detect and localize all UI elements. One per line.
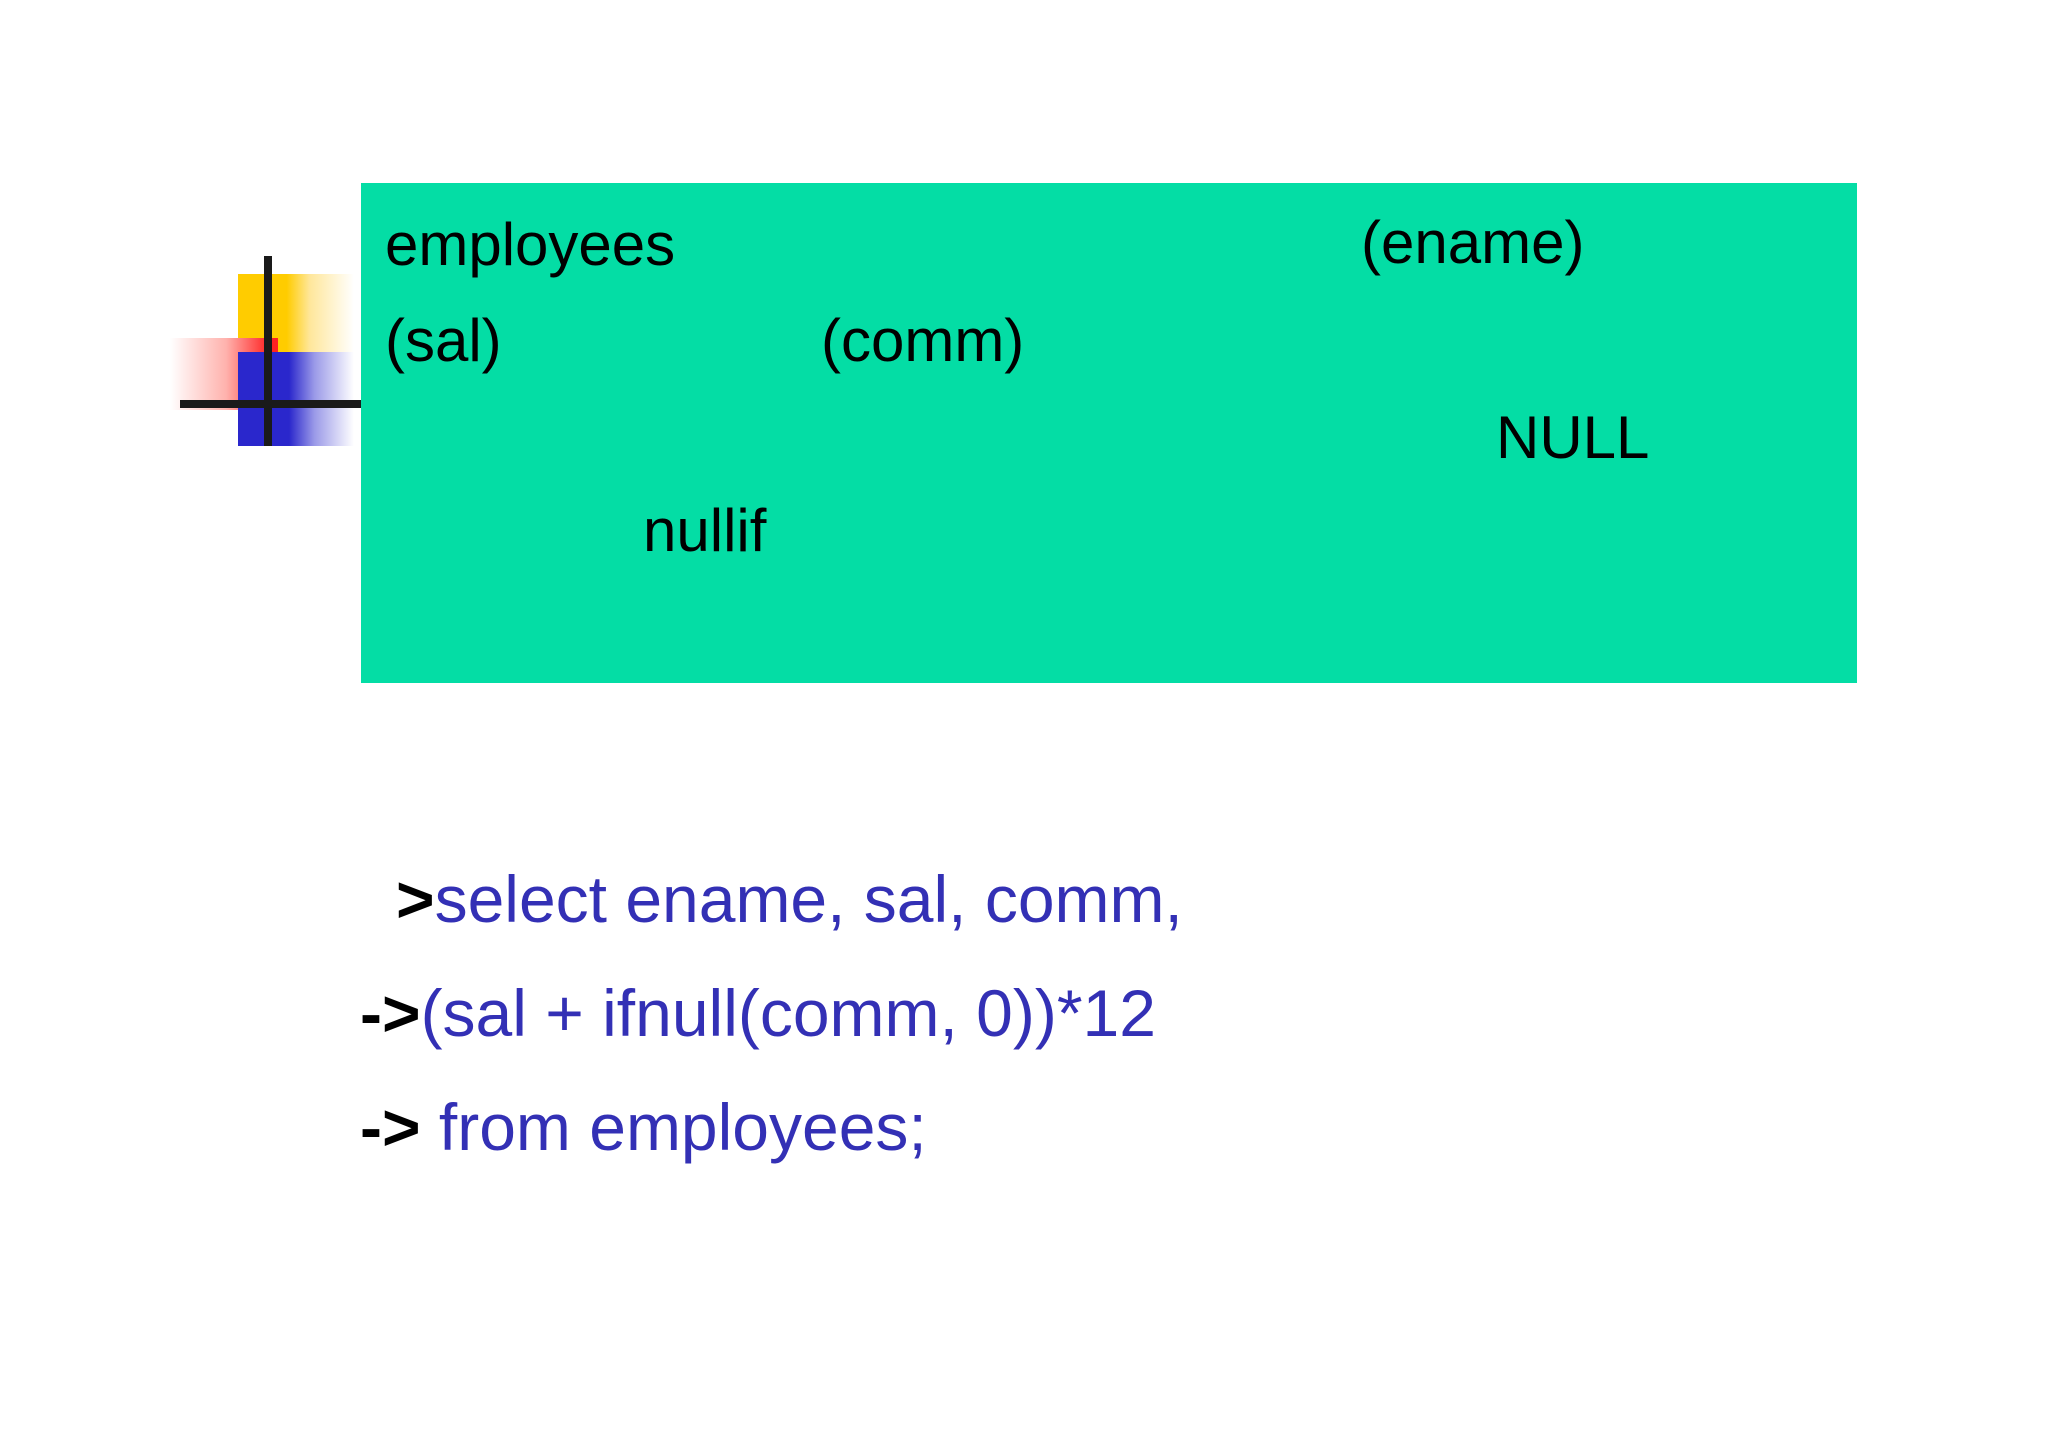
blue-rectangle-shape [238, 352, 354, 446]
content-text-ename: (ename) [1361, 209, 1585, 276]
content-text-comm: (comm) [821, 307, 1025, 374]
sql-code: select ename, sal, comm, [434, 862, 1183, 936]
sql-prompt: -> [360, 976, 421, 1050]
content-text-nullif: nullif [643, 497, 767, 564]
sql-line: -> from employees; [250, 1028, 927, 1226]
sql-line: >select ename, sal, comm, [286, 800, 1183, 998]
sql-line: ->(sal + ifnull(comm, 0))*12 [250, 914, 1156, 1112]
sql-prompt: > [396, 862, 435, 936]
content-text-sal: (sal) [385, 307, 502, 374]
sql-code: from employees; [420, 1090, 927, 1164]
content-box: employees (ename) (sal) (comm) NULL null… [361, 183, 1857, 683]
vertical-rule-shape [264, 256, 272, 446]
sql-prompt: -> [360, 1090, 421, 1164]
content-text-null: NULL [1496, 404, 1650, 471]
content-text-employees: employees [385, 211, 676, 278]
horizontal-rule-shape [180, 400, 362, 408]
dads-tie-design-element [170, 250, 370, 470]
sql-code: (sal + ifnull(comm, 0))*12 [420, 976, 1156, 1050]
